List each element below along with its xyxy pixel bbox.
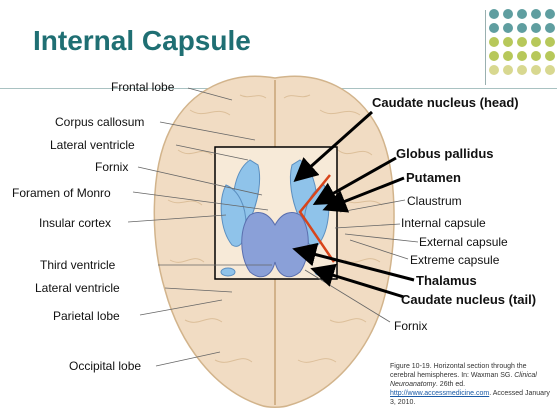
- label-globus-pallidus: Globus pallidus: [396, 146, 494, 161]
- caption-edition: . 26th ed.: [435, 381, 466, 388]
- label-fornix-left: Fornix: [95, 160, 129, 174]
- label-parietal-lobe: Parietal lobe: [53, 309, 120, 323]
- pointer-arrows: [292, 110, 415, 299]
- label-lateral-ventricle-2: Lateral ventricle: [35, 281, 120, 295]
- decor-divider-vertical: [485, 10, 486, 85]
- slide-title: Internal Capsule: [33, 25, 251, 56]
- label-third-ventricle: Third ventricle: [40, 258, 116, 272]
- label-insular-cortex: Insular cortex: [39, 216, 112, 230]
- label-extreme-capsule: Extreme capsule: [410, 253, 500, 267]
- left-leader-lines: [127, 87, 272, 367]
- label-occipital-lobe: Occipital lobe: [69, 359, 142, 373]
- gyri-texture: [167, 94, 383, 363]
- label-caudate-tail: Caudate nucleus (tail): [401, 292, 537, 307]
- label-foramen-of-monro: Foramen of Monro: [12, 186, 111, 200]
- caption-link[interactable]: http://www.accessmedicine.com: [390, 390, 490, 397]
- left-lentiform: [220, 184, 247, 247]
- label-putamen: Putamen: [406, 170, 461, 185]
- figure-caption: Figure 10-19. Horizontal section through…: [390, 362, 550, 407]
- label-claustrum: Claustrum: [407, 194, 462, 208]
- label-fornix-right: Fornix: [394, 319, 428, 333]
- label-frontal-lobe: Frontal lobe: [111, 80, 175, 94]
- label-lateral-ventricle: Lateral ventricle: [50, 138, 135, 152]
- thalamus-shape: [241, 212, 309, 278]
- label-internal-capsule: Internal capsule: [401, 216, 486, 230]
- label-external-capsule: External capsule: [419, 235, 508, 249]
- label-thalamus: Thalamus: [416, 273, 477, 288]
- label-corpus-callosum: Corpus callosum: [55, 115, 145, 129]
- left-caudate-tail: [220, 267, 236, 277]
- caption-journal: Clinical Neuroanatomy: [390, 372, 537, 388]
- caption-accessed: . Accessed January 3, 2010.: [390, 390, 550, 406]
- caption-text: Figure 10-19. Horizontal section through…: [390, 363, 527, 379]
- label-caudate-head: Caudate nucleus (head): [372, 95, 519, 110]
- right-leader-lines: [304, 199, 419, 323]
- decorative-dot-grid: [489, 9, 555, 75]
